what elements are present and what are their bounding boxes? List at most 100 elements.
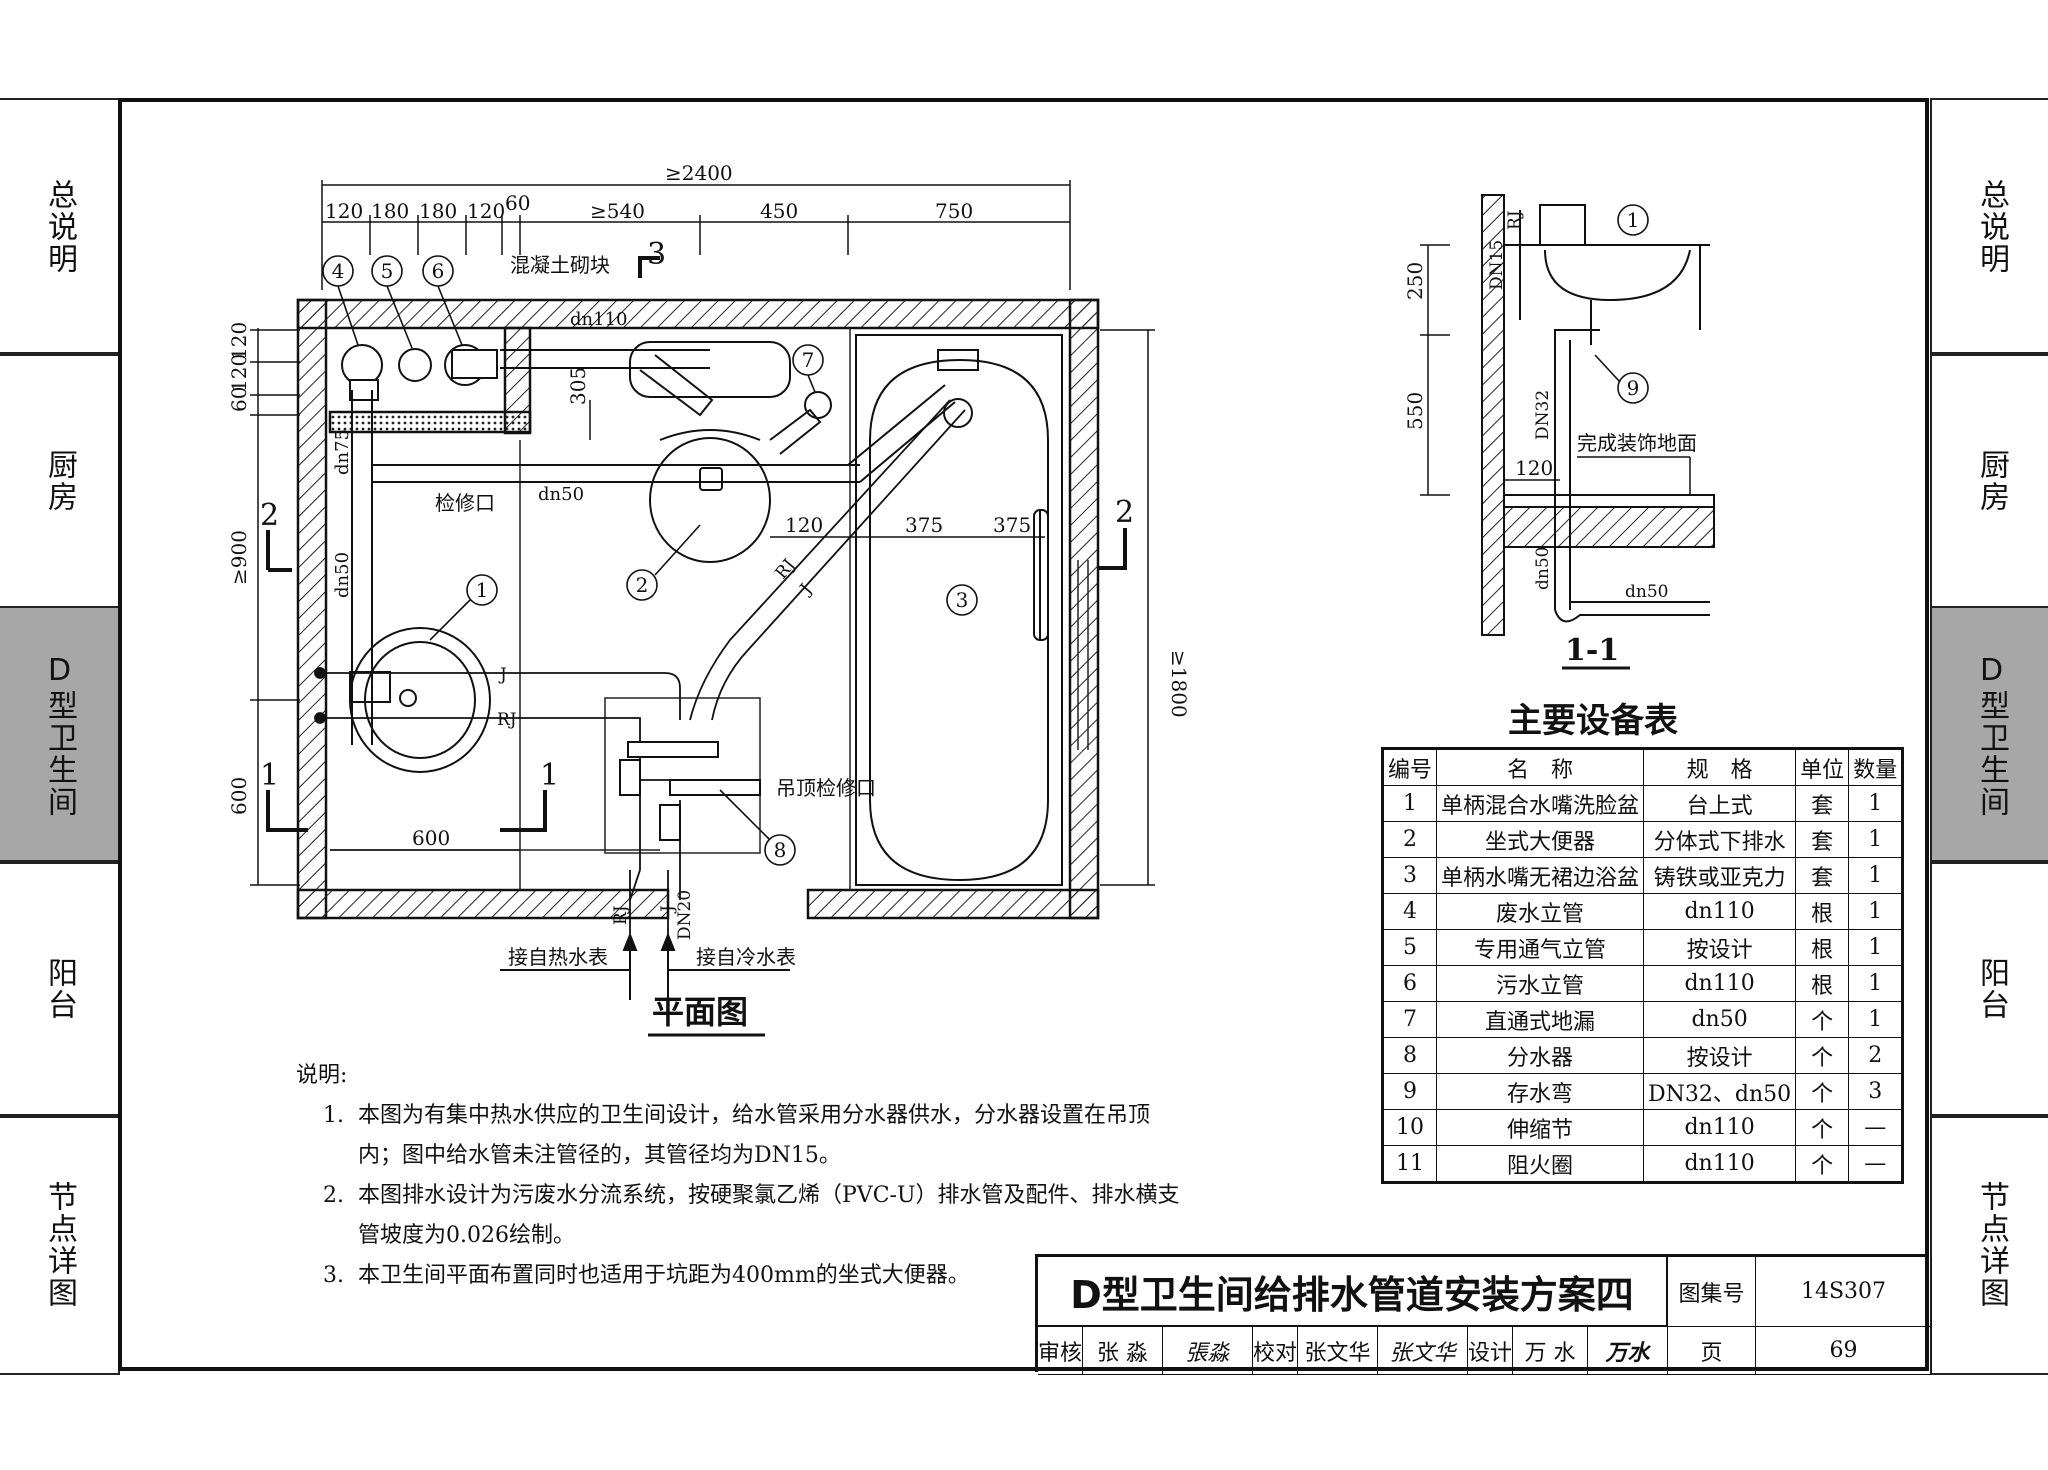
- callout-3-plan: 3: [956, 588, 969, 612]
- callout-9-section: 9: [1627, 376, 1640, 400]
- side-tab-bathroom-d[interactable]: D型卫生间: [0, 606, 120, 864]
- label-concrete-block: 混凝土砌块: [510, 253, 610, 277]
- cell-number: 9: [1381, 1073, 1438, 1110]
- side-tab-bathroom-d-right[interactable]: D型卫生间: [1930, 606, 2048, 864]
- cell-spec: 台上式: [1643, 785, 1797, 822]
- cell-spec: dn110: [1643, 965, 1797, 1002]
- dim-left-120a: 120: [227, 322, 251, 360]
- dim-60: 60: [505, 191, 530, 215]
- page-number: 69: [1756, 1327, 1932, 1375]
- section-mark-1-left: 1: [260, 758, 279, 793]
- sect-dim-550: 550: [1403, 392, 1427, 430]
- washbasin: [349, 627, 491, 773]
- cell-unit: 个: [1795, 1145, 1850, 1183]
- dim-left-120b: 120: [227, 354, 251, 392]
- cell-number: 2: [1381, 821, 1438, 858]
- sect-pipe-rj: RJ: [1505, 210, 1525, 230]
- section-mark-2-right: 2: [1115, 495, 1134, 530]
- pipe-dn110: dn110: [570, 309, 627, 330]
- designer-signature: 万水: [1588, 1327, 1668, 1375]
- side-tab-general-right[interactable]: 总说明: [1930, 98, 2048, 356]
- cell-qty: —: [1848, 1109, 1904, 1146]
- cell-number: 4: [1381, 893, 1438, 930]
- pipe-rj-in: RJ: [611, 905, 631, 925]
- col-unit: 单位: [1795, 748, 1850, 786]
- toilet: [629, 341, 791, 563]
- callout-8-plan: 8: [774, 838, 787, 862]
- reviewer: 张 淼: [1083, 1327, 1163, 1375]
- inlet-arrows: [500, 932, 790, 1000]
- callout-6-plan: 6: [432, 259, 445, 283]
- atlas-number: 14S307: [1756, 1257, 1932, 1327]
- plan-title: 平面图: [652, 993, 748, 1031]
- dim-120b: 120: [467, 199, 505, 223]
- title-block: D型卫生间给排水管道安装方案四 图集号 14S307 审核 张 淼 張淼 校对 …: [1035, 1254, 1932, 1375]
- cell-spec: dn110: [1643, 1109, 1797, 1146]
- pipe-dn75: dn75: [332, 429, 353, 475]
- atlas-label: 图集号: [1668, 1257, 1756, 1327]
- callout-4-plan: 4: [332, 259, 345, 283]
- label-from-cold-meter: 接自冷水表: [696, 945, 796, 969]
- sect-pipe-dn15: DN15: [1487, 240, 1507, 290]
- label-from-hot-meter: 接自热水表: [508, 945, 608, 969]
- cell-number: 7: [1381, 1001, 1438, 1038]
- cell-number: 1: [1381, 785, 1438, 822]
- cell-number: 10: [1381, 1109, 1438, 1146]
- cell-unit: 个: [1795, 1037, 1850, 1074]
- label-inspection-port: 检修口: [435, 491, 495, 515]
- cell-number: 6: [1381, 965, 1438, 1002]
- pipe-rj-basin: RJ: [497, 710, 517, 730]
- drawing-frame: [118, 98, 1929, 1371]
- dim-right-1800: ≥1800: [1167, 650, 1191, 718]
- dim-750: 750: [935, 199, 973, 223]
- cell-name: 坐式大便器: [1436, 821, 1645, 858]
- cell-number: 11: [1381, 1145, 1438, 1183]
- pipe-dn20: DN20: [675, 890, 695, 940]
- section-mark-1-right: 1: [540, 758, 559, 793]
- cell-name: 存水弯: [1436, 1073, 1645, 1110]
- dim-540: ≥540: [590, 199, 645, 223]
- cell-name: 废水立管: [1436, 893, 1645, 930]
- cell-unit: 套: [1795, 821, 1850, 858]
- cell-unit: 套: [1795, 857, 1850, 894]
- plan-walls: [296, 298, 1100, 920]
- cell-qty: 2: [1848, 1037, 1904, 1074]
- page-label: 页: [1668, 1327, 1756, 1375]
- cell-name: 分水器: [1436, 1037, 1645, 1074]
- cell-number: 5: [1381, 929, 1438, 966]
- sect-pipe-dn32: DN32: [1533, 390, 1553, 440]
- side-tab-details-right[interactable]: 节点详图: [1930, 1114, 2048, 1375]
- cell-qty: —: [1848, 1145, 1904, 1183]
- cell-spec: 分体式下排水: [1643, 821, 1797, 858]
- dim-375a: 375: [905, 513, 943, 537]
- section-marks: [266, 256, 1127, 832]
- pipe-j-in: J: [658, 905, 678, 914]
- cell-unit: 个: [1795, 1109, 1850, 1146]
- dim-180a: 180: [371, 199, 409, 223]
- plan-callouts: [322, 255, 978, 866]
- sect-dim-120: 120: [1515, 456, 1553, 480]
- cell-qty: 1: [1848, 1001, 1904, 1038]
- cell-number: 8: [1381, 1037, 1438, 1074]
- cell-name: 污水立管: [1436, 965, 1645, 1002]
- callout-5-plan: 5: [381, 259, 394, 283]
- cell-unit: 套: [1795, 785, 1850, 822]
- notes: 说明: 1.本图为有集中热水供应的卫生间设计，给水管采用分水器供水，分水器设置在…: [296, 1056, 1188, 1296]
- dim-450: 450: [760, 199, 798, 223]
- cell-name: 专用通气立管: [1436, 929, 1645, 966]
- drain-stacks: [341, 344, 498, 401]
- drawing-title: D型卫生间给排水管道安装方案四: [1038, 1257, 1668, 1327]
- side-tab-balcony-right[interactable]: 阳台: [1930, 860, 2048, 1118]
- bathtub: [855, 334, 1063, 886]
- dim-180b: 180: [419, 199, 457, 223]
- col-name: 名 称: [1436, 748, 1645, 786]
- cell-spec: 按设计: [1643, 1037, 1797, 1074]
- cell-spec: dn50: [1643, 1001, 1797, 1038]
